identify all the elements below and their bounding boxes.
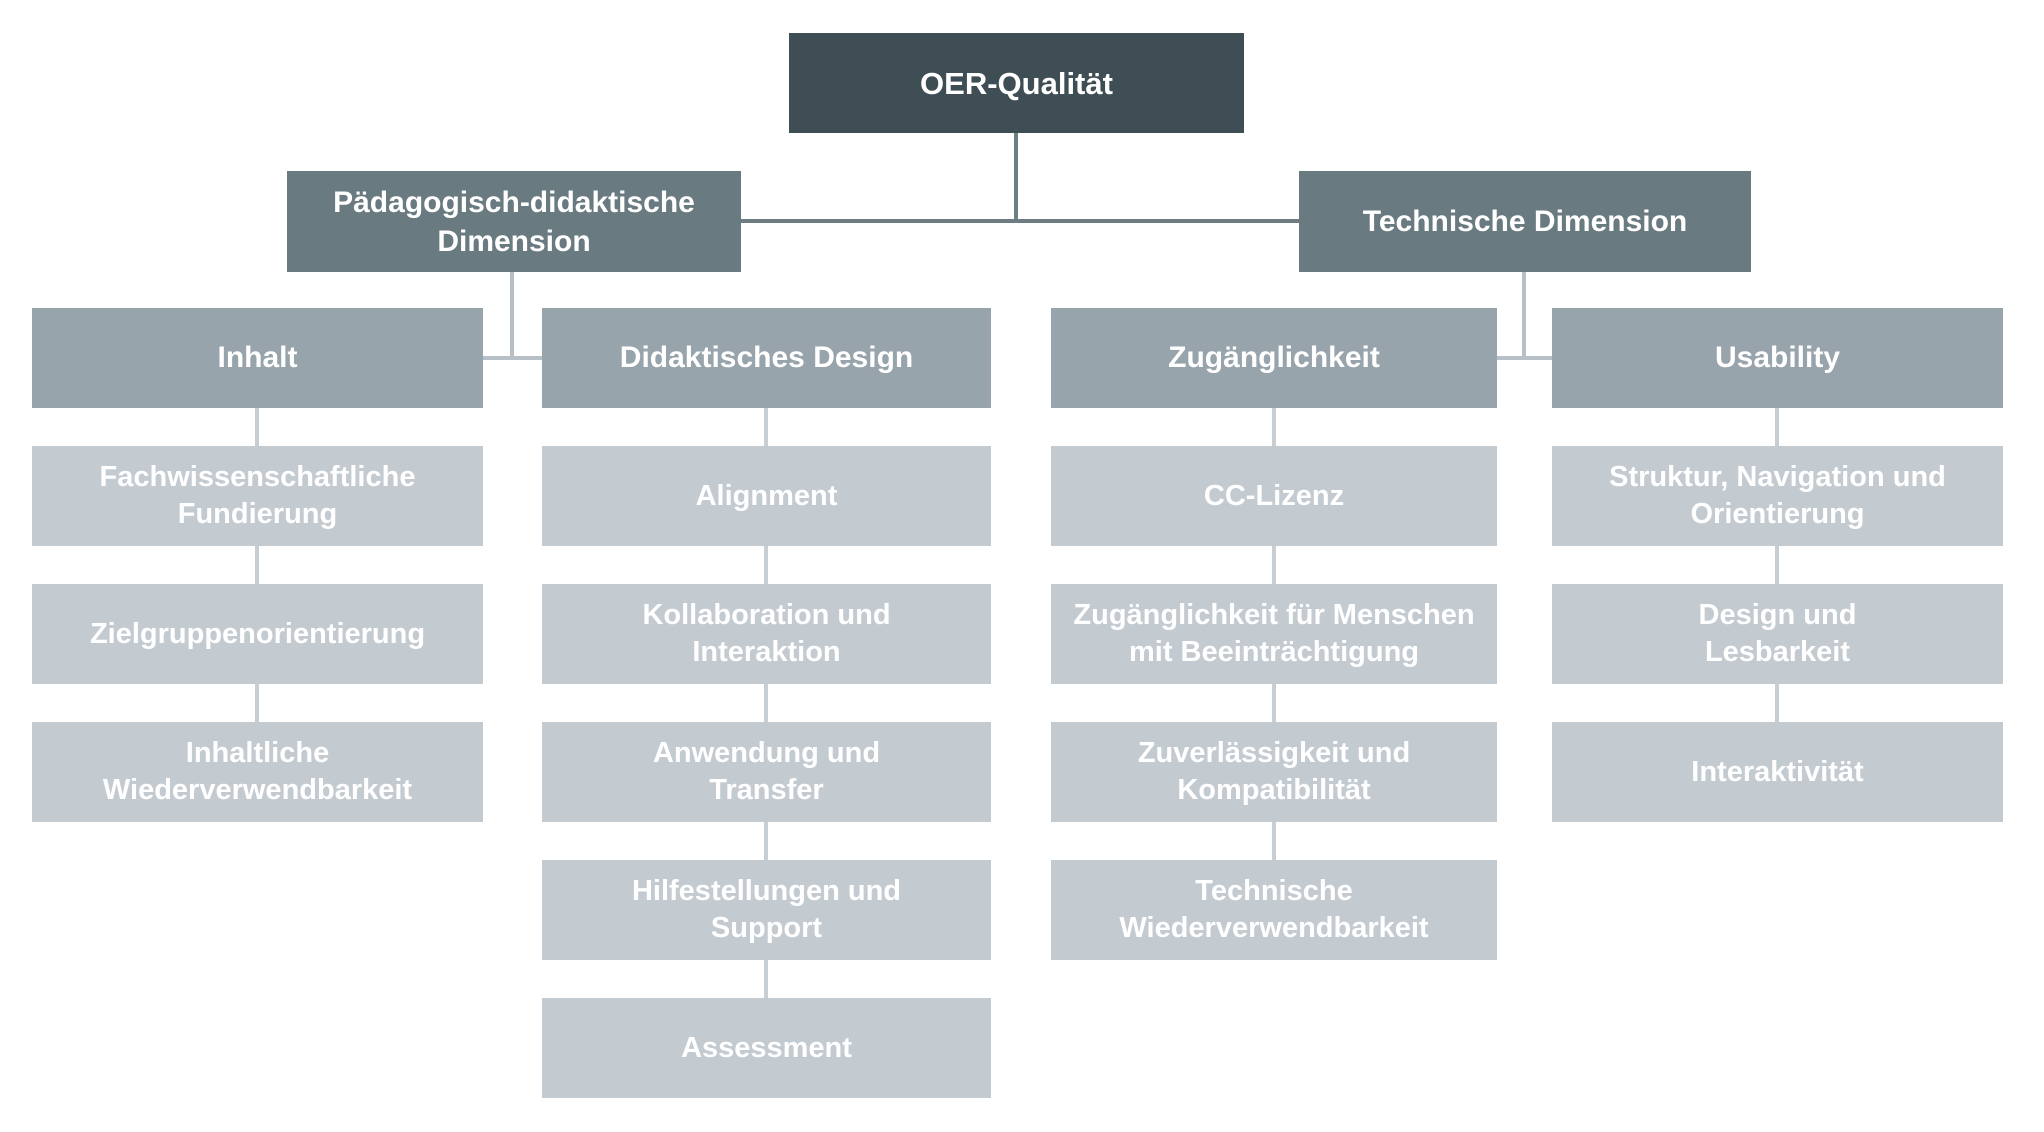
node-design-und-lesbarkeit: Design und Lesbarkeit (1552, 584, 2003, 684)
node-paedagogisch-didaktische-dimension: Pädagogisch-didaktische Dimension (287, 171, 741, 272)
node-didaktisches-design: Didaktisches Design (542, 308, 991, 408)
connector-col3-seg4 (1272, 822, 1276, 860)
connector-col1-seg3 (255, 684, 259, 722)
connector-col4-seg2 (1775, 546, 1779, 584)
node-anwendung-und-transfer: Anwendung und Transfer (542, 722, 991, 822)
connector-dimensions-horizontal (741, 219, 1299, 223)
node-alignment: Alignment (542, 446, 991, 546)
node-kollaboration-und-interaktion: Kollaboration und Interaktion (542, 584, 991, 684)
connector-col3-seg1 (1272, 408, 1276, 446)
connector-col3-seg2 (1272, 546, 1276, 584)
node-zuverlaessigkeit-und-kompatibilitaet: Zuverlässigkeit und Kompatibilität (1051, 722, 1497, 822)
node-cc-lizenz: CC-Lizenz (1051, 446, 1497, 546)
connector-root-vertical (1014, 133, 1018, 221)
connector-paedagogisch-vertical (510, 272, 514, 360)
node-assessment: Assessment (542, 998, 991, 1098)
node-struktur-navigation-und-orientierung: Struktur, Navigation und Orientierung (1552, 446, 2003, 546)
node-inhaltliche-wiederverwendbarkeit: Inhaltliche Wiederverwendbarkeit (32, 722, 483, 822)
connector-col2-seg1 (764, 408, 768, 446)
node-usability: Usability (1552, 308, 2003, 408)
connector-col4-seg1 (1775, 408, 1779, 446)
connector-col2-seg5 (764, 960, 768, 998)
node-oer-qualitaet: OER-Qualität (789, 33, 1244, 133)
node-technische-wiederverwendbarkeit: Technische Wiederverwendbarkeit (1051, 860, 1497, 960)
connector-col1-seg1 (255, 408, 259, 446)
node-fachwissenschaftliche-fundierung: Fachwissenschaftliche Fundierung (32, 446, 483, 546)
connector-col2-seg3 (764, 684, 768, 722)
connector-col2-seg4 (764, 822, 768, 860)
node-interaktivitaet: Interaktivität (1552, 722, 2003, 822)
node-zugaenglichkeit-fuer-menschen-mit-beeintraechtigung: Zugänglichkeit für Menschen mit Beeinträ… (1051, 584, 1497, 684)
connector-technische-vertical (1522, 272, 1526, 360)
connector-col1-seg2 (255, 546, 259, 584)
node-zugaenglichkeit: Zugänglichkeit (1051, 308, 1497, 408)
connector-col4-seg3 (1775, 684, 1779, 722)
connector-col3-seg3 (1272, 684, 1276, 722)
connector-inhalt-didaktisches-bridge (483, 356, 542, 360)
connector-col2-seg2 (764, 546, 768, 584)
node-hilfestellungen-und-support: Hilfestellungen und Support (542, 860, 991, 960)
node-zielgruppenorientierung: Zielgruppenorientierung (32, 584, 483, 684)
node-inhalt: Inhalt (32, 308, 483, 408)
node-technische-dimension: Technische Dimension (1299, 171, 1751, 272)
connector-zugaenglichkeit-usability-bridge (1497, 356, 1552, 360)
